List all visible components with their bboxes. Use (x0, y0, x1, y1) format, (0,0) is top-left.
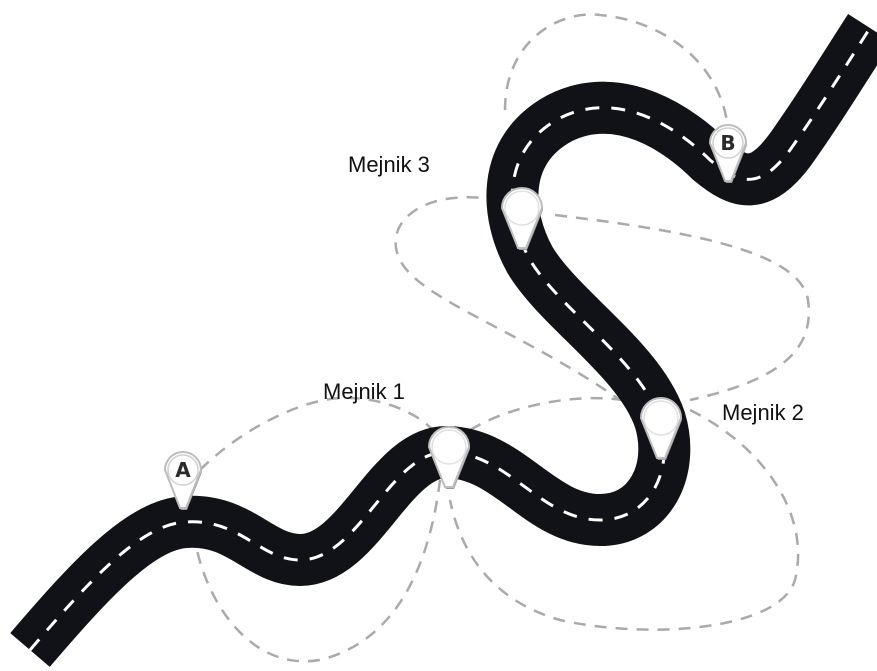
loop-mejnik-1-right (469, 396, 646, 432)
milestone-label-2: Mejnik 2 (722, 400, 804, 425)
milestone-label-1: Mejnik 1 (323, 379, 405, 404)
milestone-pin-3 (500, 187, 544, 250)
end-pin: B (708, 124, 748, 183)
loop-mejnik-1-bottom (193, 479, 442, 663)
dashed-loops (193, 13, 811, 663)
end-pin-letter: B (720, 131, 735, 155)
milestone-label-3: Mejnik 3 (348, 152, 430, 177)
loop-top-b (503, 13, 730, 129)
start-pin-letter: A (175, 458, 191, 482)
road (10, 14, 877, 667)
loop-mejnik-1-top (199, 396, 442, 471)
milestone-pin-2 (639, 397, 683, 460)
start-pin: A (163, 451, 203, 510)
milestone-pin-1 (427, 426, 471, 489)
loop-mejnik-2 (448, 408, 800, 631)
